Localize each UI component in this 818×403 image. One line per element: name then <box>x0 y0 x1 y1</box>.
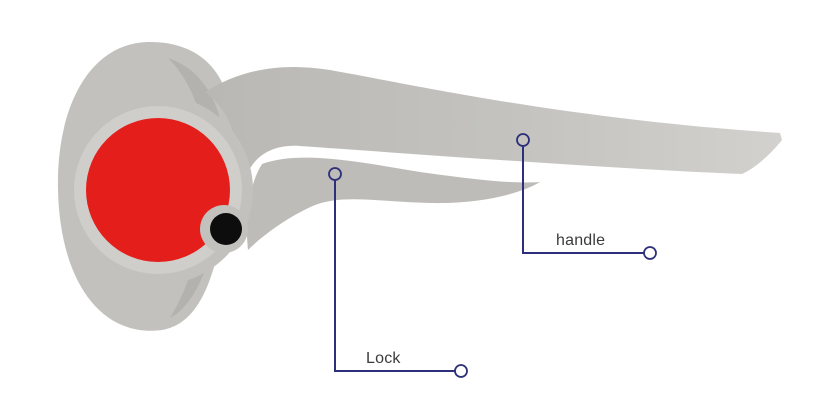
keyhole-icon <box>210 213 242 245</box>
lock-label: Lock <box>366 350 401 367</box>
lock-disc-icon <box>86 118 230 262</box>
handle-anchor-marker <box>516 133 530 147</box>
handle-label: handle <box>556 232 606 249</box>
handle-leader-line <box>522 146 644 254</box>
lock-anchor-marker <box>328 167 342 181</box>
lock-leader-line <box>334 180 455 372</box>
handle-end-marker <box>643 246 657 260</box>
lever-lock-blade <box>246 157 540 250</box>
lever-handle-blade <box>205 66 782 174</box>
lock-end-marker <box>454 364 468 378</box>
